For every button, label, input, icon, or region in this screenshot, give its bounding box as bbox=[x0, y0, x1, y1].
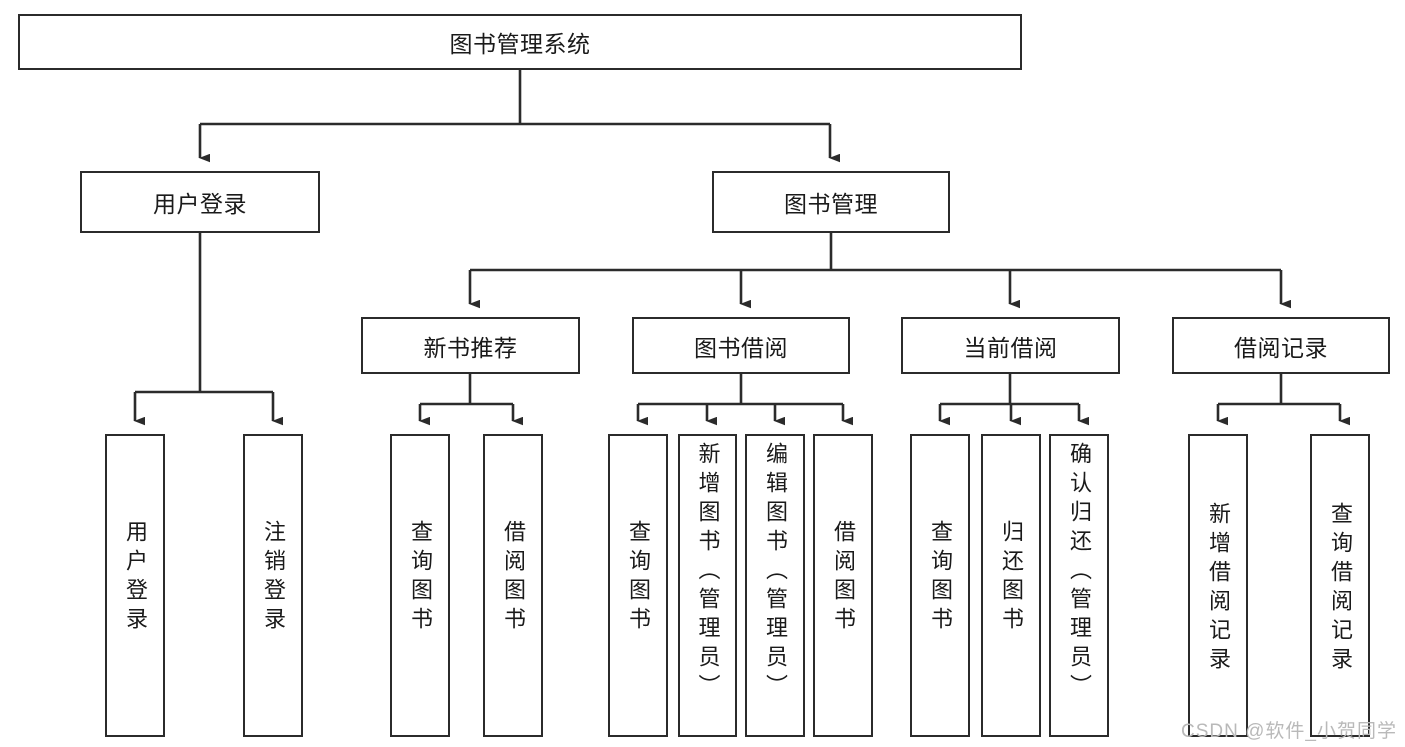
node-borrow-record-label: 借阅记录 bbox=[1234, 334, 1328, 361]
node-leaf-query-book-1-label: 查询图书 bbox=[408, 520, 433, 636]
node-leaf-add-book-label: 新增图书（管理员） bbox=[695, 442, 721, 703]
node-leaf-confirm-return[interactable]: 确认归还（管理员） bbox=[1049, 434, 1109, 737]
node-leaf-borrow-book-2-label: 借阅图书 bbox=[831, 520, 856, 636]
node-root[interactable]: 图书管理系统 bbox=[18, 14, 1022, 70]
node-leaf-query-record-label: 查询借阅记录 bbox=[1328, 502, 1353, 676]
node-leaf-logout[interactable]: 注销登录 bbox=[243, 434, 303, 737]
node-leaf-borrow-book-1-label: 借阅图书 bbox=[501, 520, 526, 636]
node-new-book-rec-label: 新书推荐 bbox=[423, 334, 518, 361]
node-book-manage-label: 图书管理 bbox=[784, 191, 878, 217]
node-leaf-user-login-label: 用户登录 bbox=[123, 520, 148, 636]
node-leaf-edit-book[interactable]: 编辑图书（管理员） bbox=[745, 434, 805, 737]
edge-root-to-level2 bbox=[198, 70, 840, 163]
node-leaf-query-record[interactable]: 查询借阅记录 bbox=[1310, 434, 1370, 737]
node-book-borrow[interactable]: 图书借阅 bbox=[632, 317, 850, 374]
node-leaf-query-book-3-label: 查询图书 bbox=[928, 520, 953, 636]
node-leaf-add-book[interactable]: 新增图书（管理员） bbox=[678, 434, 737, 737]
edge-currentborrow-to-leaves bbox=[938, 374, 1089, 426]
node-leaf-query-book-3[interactable]: 查询图书 bbox=[910, 434, 970, 737]
edge-bookmanage-to-level3 bbox=[468, 233, 1291, 309]
node-leaf-edit-book-label: 编辑图书（管理员） bbox=[763, 442, 788, 703]
node-leaf-query-book-2-label: 查询图书 bbox=[626, 520, 651, 636]
edge-bookborrow-to-leaves bbox=[636, 374, 853, 426]
node-leaf-borrow-book-1[interactable]: 借阅图书 bbox=[483, 434, 543, 737]
edge-newbookrec-to-leaves bbox=[418, 374, 523, 426]
node-leaf-logout-label: 注销登录 bbox=[261, 520, 286, 636]
node-leaf-add-record[interactable]: 新增借阅记录 bbox=[1188, 434, 1248, 737]
node-root-label: 图书管理系统 bbox=[449, 31, 591, 57]
node-current-borrow-label: 当前借阅 bbox=[963, 334, 1058, 361]
node-user-login-label: 用户登录 bbox=[153, 191, 247, 217]
node-leaf-add-record-label: 新增借阅记录 bbox=[1206, 502, 1231, 676]
node-leaf-user-login[interactable]: 用户登录 bbox=[105, 434, 165, 737]
node-current-borrow[interactable]: 当前借阅 bbox=[901, 317, 1120, 374]
node-leaf-return-book[interactable]: 归还图书 bbox=[981, 434, 1041, 737]
node-leaf-borrow-book-2[interactable]: 借阅图书 bbox=[813, 434, 873, 737]
node-book-manage[interactable]: 图书管理 bbox=[712, 171, 950, 233]
node-leaf-query-book-2[interactable]: 查询图书 bbox=[608, 434, 668, 737]
node-book-borrow-label: 图书借阅 bbox=[694, 334, 788, 361]
node-user-login[interactable]: 用户登录 bbox=[80, 171, 320, 233]
edge-userlogin-to-leaves bbox=[133, 233, 283, 426]
node-leaf-confirm-return-label: 确认归还（管理员） bbox=[1067, 442, 1092, 703]
edge-borrowrecord-to-leaves bbox=[1216, 374, 1350, 426]
node-borrow-record[interactable]: 借阅记录 bbox=[1172, 317, 1390, 374]
watermark-text: CSDN @软件_小贺同学 bbox=[1181, 721, 1397, 742]
node-leaf-query-book-1[interactable]: 查询图书 bbox=[390, 434, 450, 737]
node-leaf-return-book-label: 归还图书 bbox=[999, 520, 1024, 636]
node-new-book-rec[interactable]: 新书推荐 bbox=[361, 317, 580, 374]
